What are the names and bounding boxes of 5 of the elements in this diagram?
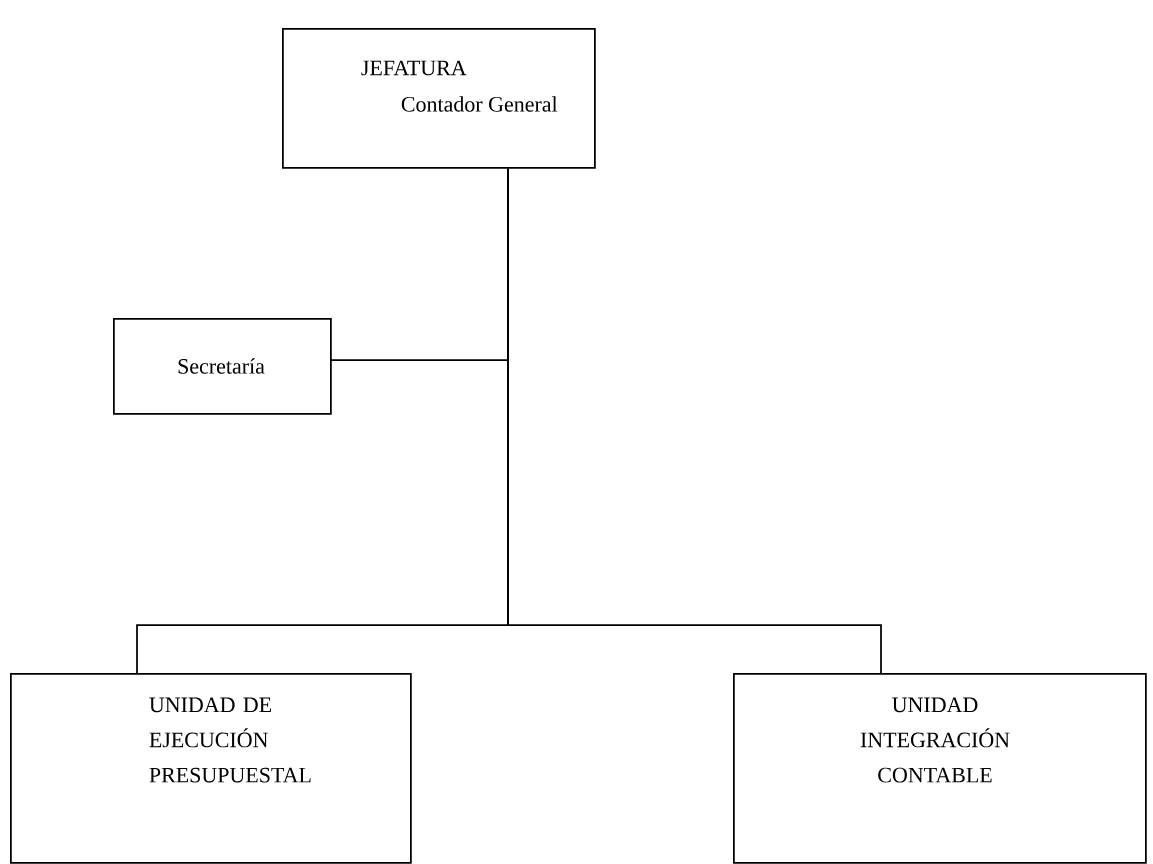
org-box: JEFATURA Contador General (282, 28, 596, 169)
org-box: UNIDAD INTEGRACIÓN CONTABLE (733, 673, 1147, 864)
org-box: UNIDAD DE EJECUCIÓN PRESUPUESTAL (10, 673, 412, 864)
org-box: Secretaría (113, 318, 332, 415)
connector-line (507, 167, 882, 674)
